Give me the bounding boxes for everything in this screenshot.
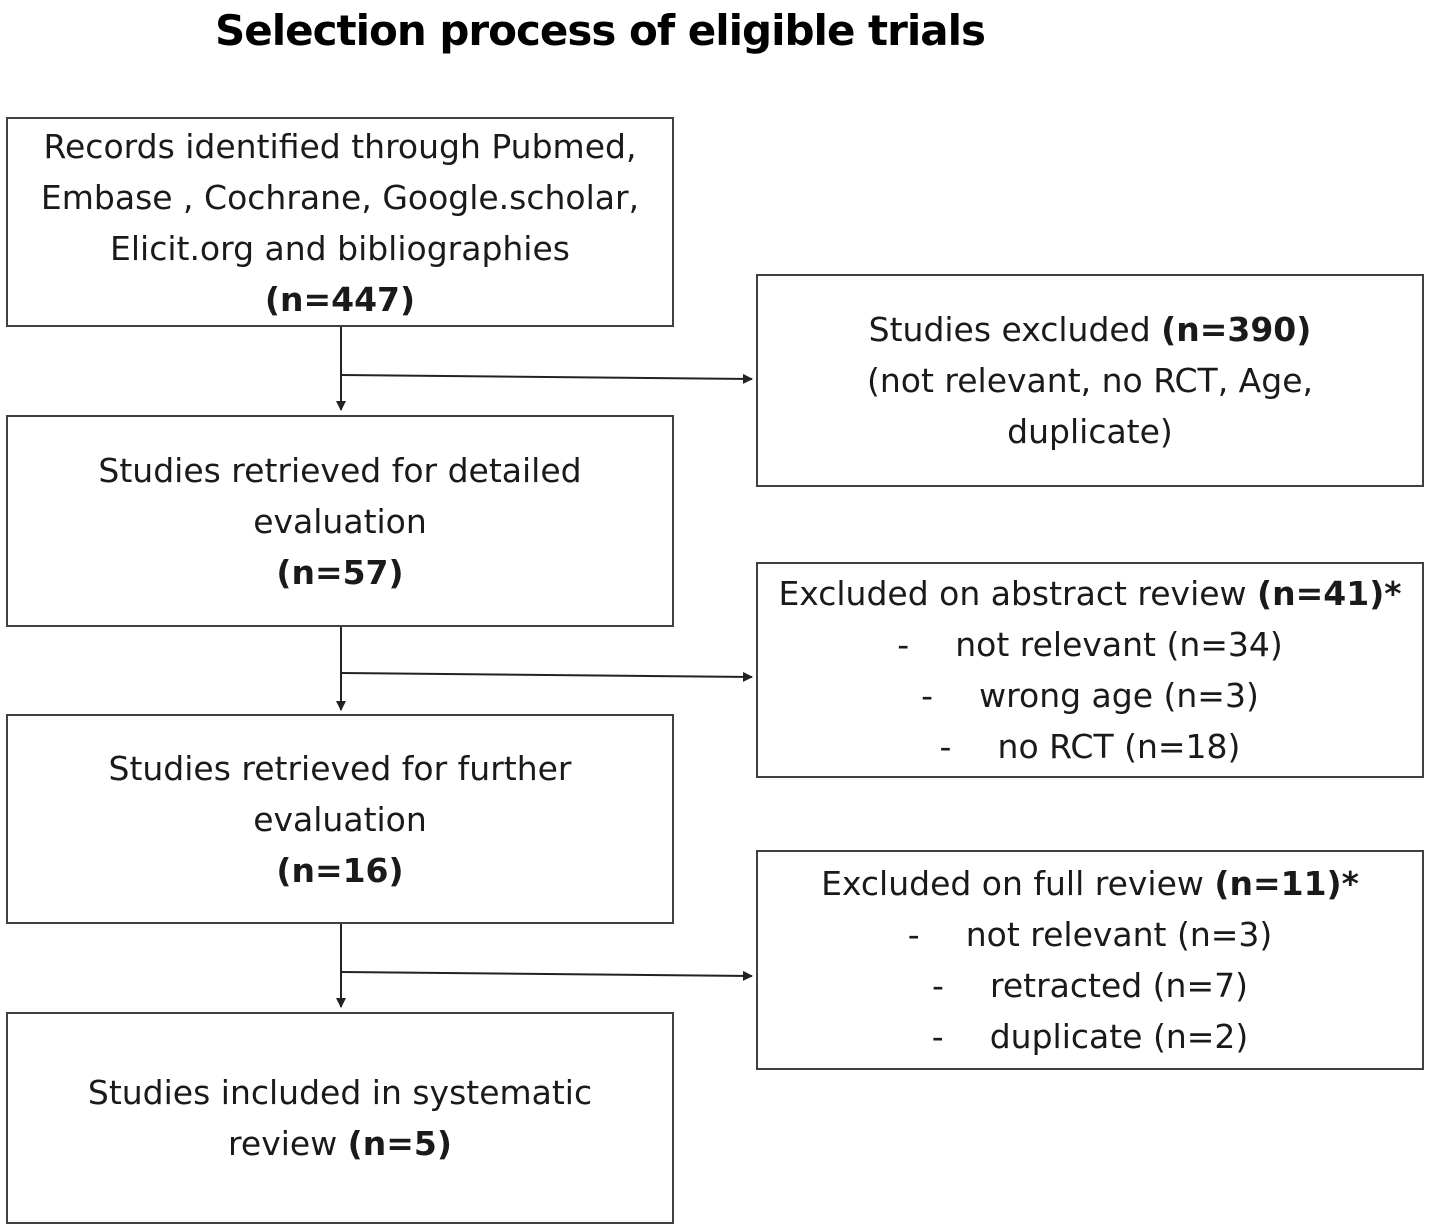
box-text-line: duplicate) [1007,412,1173,451]
box-text-line: Studies retrieved for further [108,748,572,788]
exclusion-reason-item: - wrong age (n=3) [921,670,1259,721]
exclusion-reason-item: - not relevant (n=3) [908,909,1273,960]
bullet-dash: - [931,1017,944,1056]
exclusion-reason: wrong age (n=3) [979,676,1259,715]
box-text-line: Embase , Cochrane, Google.scholar, [40,178,640,217]
exclusion-reason: no RCT (n=18) [997,727,1241,766]
box-text-line-with-count: review (n=5) [228,1118,452,1169]
exclusion-reason-item: - no RCT (n=18) [940,721,1241,772]
bullet-dash: - [897,625,910,664]
studies-detailed-evaluation-box: Studies retrieved for detailed evaluatio… [6,415,674,627]
exclusion-reason: not relevant (n=3) [965,915,1273,954]
exclusion-heading-text: Excluded on full review [821,864,1215,903]
arrow-to-excluded-390 [340,373,753,384]
box-text-line: Studies included in systematic [87,1073,593,1112]
bullet-dash: - [921,676,934,715]
arrow-to-excluded-full [340,970,753,981]
box-text-fragment: review [228,1124,348,1163]
exclusion-count: (n=41)* [1257,574,1402,613]
box-text-line: Studies retrieved for detailed [98,450,582,490]
box-text-line: (not relevant, no RCT, Age, [867,361,1313,400]
diagram-title: Selection process of eligible trials [215,6,986,55]
studies-further-evaluation-box: Studies retrieved for further evaluation… [6,714,674,924]
exclusion-reason-item: - duplicate (n=2) [932,1011,1249,1062]
exclusion-heading-text: Excluded on abstract review [778,574,1258,613]
excluded-abstract-review-box: Excluded on abstract review (n=41)* -not… [756,562,1424,778]
exclusion-heading: Excluded on full review (n=11)* [821,858,1359,909]
box-text-line: Records identified through Pubmed, [43,127,637,166]
exclusion-reason: duplicate (n=2) [989,1017,1249,1056]
bullet-dash: - [939,727,952,766]
box-text-line: evaluation [253,501,427,541]
box-count: (n=57) [276,552,404,592]
exclusion-count: (n=390) [1161,310,1312,349]
studies-included-box: Studies included in systematic review (n… [6,1012,674,1224]
box-count: (n=447) [264,280,416,319]
excluded-studies-box: Studies excluded (n=390) (not relevant, … [756,274,1424,487]
excluded-full-review-box: Excluded on full review (n=11)* -not rel… [756,850,1424,1070]
box-text-line: evaluation [253,799,427,839]
exclusion-heading-text: Studies excluded [868,310,1162,349]
box-count: (n=16) [276,850,404,890]
arrow-to-excluded-abstract [340,671,753,682]
exclusion-reason: not relevant (n=34) [955,625,1283,664]
exclusion-heading: Excluded on abstract review (n=41)* [778,568,1401,619]
box-text-line: Elicit.org and bibliographies [110,229,570,268]
bullet-dash: - [907,915,920,954]
exclusion-reason: retracted (n=7) [989,966,1248,1005]
exclusion-count: (n=11)* [1214,864,1359,903]
box-count: (n=5) [347,1124,452,1163]
bullet-dash: - [931,966,944,1005]
records-identified-box: Records identified through Pubmed, Embas… [6,117,674,327]
exclusion-reason-item: - retracted (n=7) [932,960,1248,1011]
exclusion-reason-item: - not relevant (n=34) [897,619,1283,670]
exclusion-heading: Studies excluded (n=390) [869,304,1312,355]
